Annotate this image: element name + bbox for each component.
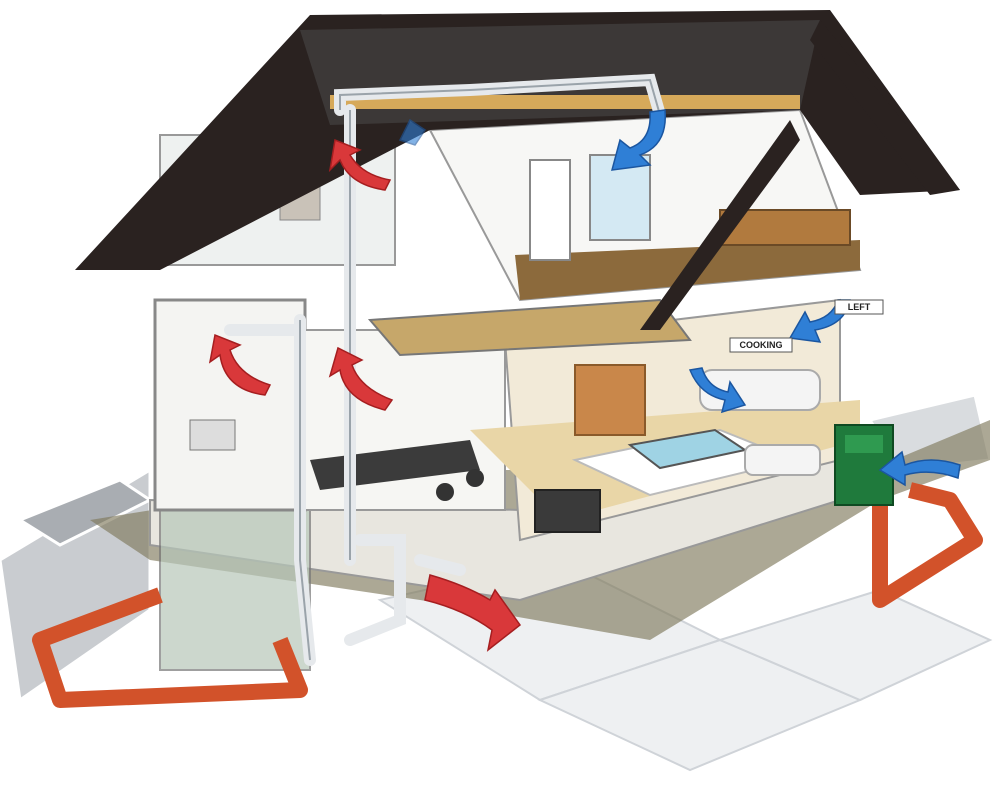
upper-door bbox=[530, 160, 570, 260]
sign-left-text: LEFT bbox=[848, 302, 871, 312]
stool bbox=[436, 483, 454, 501]
fireplace-brick bbox=[575, 365, 645, 435]
stool bbox=[466, 469, 484, 487]
television bbox=[535, 490, 600, 532]
sign-cooking: COOKING bbox=[730, 338, 792, 352]
armchair bbox=[745, 445, 820, 475]
heat-recovery-unit bbox=[835, 425, 893, 505]
sign-cooking-text: COOKING bbox=[739, 340, 782, 350]
sign-left: LEFT bbox=[835, 300, 883, 314]
bathroom-sink bbox=[190, 420, 235, 450]
ground-pipe-right bbox=[880, 490, 975, 600]
